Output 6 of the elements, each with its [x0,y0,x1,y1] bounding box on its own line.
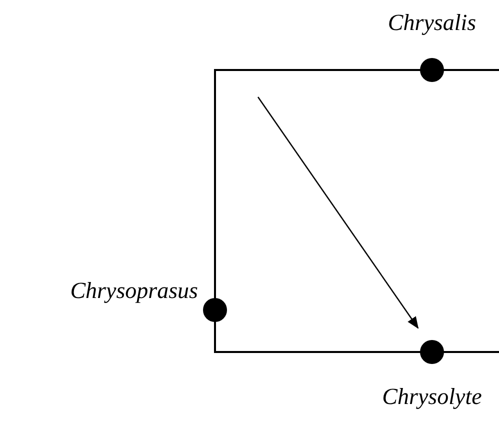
junction-dot [420,340,444,364]
junction-dot [420,58,444,82]
point-label: Chrysoprasus [70,278,198,304]
point-label: Chrysolyte [382,384,482,410]
junction-dot [203,298,227,322]
point-label: Chrysalis [388,10,476,36]
